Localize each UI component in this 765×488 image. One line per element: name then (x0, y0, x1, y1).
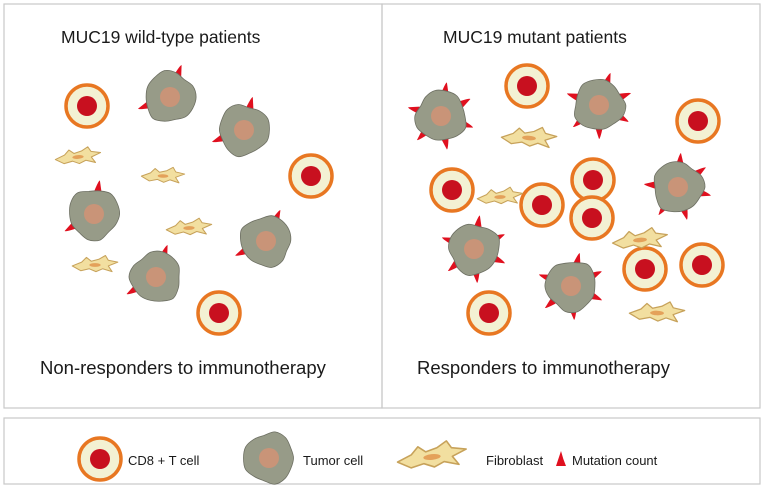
wild-type-panel-caption: Non-responders to immunotherapy (40, 357, 326, 378)
legend-fibroblast-icon (396, 440, 467, 469)
legend-tumor-cell-icon (243, 431, 294, 485)
legend-cd8-t-cell-icon (77, 436, 123, 482)
wild-type-tumor-cell (138, 65, 197, 122)
mutant-cd8-t-cell (466, 290, 512, 336)
wild-type-fibroblast (140, 166, 186, 184)
wild-type-fibroblast (71, 254, 119, 273)
mutation-marker (246, 97, 254, 109)
wild-type-tumor-cell (235, 210, 292, 268)
mutant-cd8-t-cell (570, 157, 616, 203)
mutant-tumor-cell (408, 82, 473, 150)
wild-type-cd8-t-cell (196, 290, 242, 336)
mutant-cd8-t-cell (622, 246, 668, 292)
mutant-tumor-cell (442, 215, 505, 283)
mutant-tumor-cell (539, 253, 602, 320)
legend-tumor-label: Tumor cell (303, 453, 364, 468)
wild-type-fibroblast (54, 146, 102, 165)
mutant-cd8-t-cell (675, 98, 721, 144)
left-panel-frame (3, 3, 383, 409)
mutation-marker (595, 128, 603, 139)
wild-type-tumor-cell (64, 180, 121, 242)
mutant-tumor-cell (567, 73, 631, 139)
wild-type-panel-title: MUC19 wild-type patients (61, 27, 261, 47)
wild-type-fibroblast (165, 217, 213, 236)
wild-type-cd8-t-cell (64, 83, 110, 129)
mutant-fibroblast (611, 227, 668, 249)
legend-fibroblast-label: Fibroblast (486, 453, 544, 468)
mutant-panel-caption: Responders to immunotherapy (417, 357, 670, 378)
mutation-marker (441, 138, 449, 150)
mutant-cd8-t-cell (429, 167, 475, 213)
legend-mutation-icon (556, 451, 566, 466)
mutation-marker (644, 181, 656, 189)
mutation-marker (94, 180, 102, 192)
mutant-cd8-t-cell (519, 182, 565, 228)
legend-mutation-label: Mutation count (572, 453, 658, 468)
mutant-fibroblast (476, 186, 524, 205)
mutation-marker (474, 215, 482, 227)
mutant-fibroblast (628, 301, 686, 323)
mutation-marker (573, 253, 581, 265)
wild-type-tumor-cell (126, 245, 180, 302)
wild-type-cd8-t-cell (288, 153, 334, 199)
mutant-fibroblast (500, 126, 558, 149)
legend-cd8-label: CD8 + T cell (128, 453, 200, 468)
cell-layer (54, 63, 725, 485)
mutant-cd8-t-cell (679, 242, 725, 288)
mutant-panel-title: MUC19 mutant patients (443, 27, 627, 47)
wild-type-tumor-cell (212, 97, 270, 158)
mutation-marker (567, 93, 579, 101)
right-panel-frame (381, 3, 761, 409)
mutant-cd8-t-cell (504, 63, 550, 109)
legend-frame (3, 417, 761, 485)
mutant-tumor-cell (644, 153, 711, 220)
mutant-cd8-t-cell (569, 195, 615, 241)
